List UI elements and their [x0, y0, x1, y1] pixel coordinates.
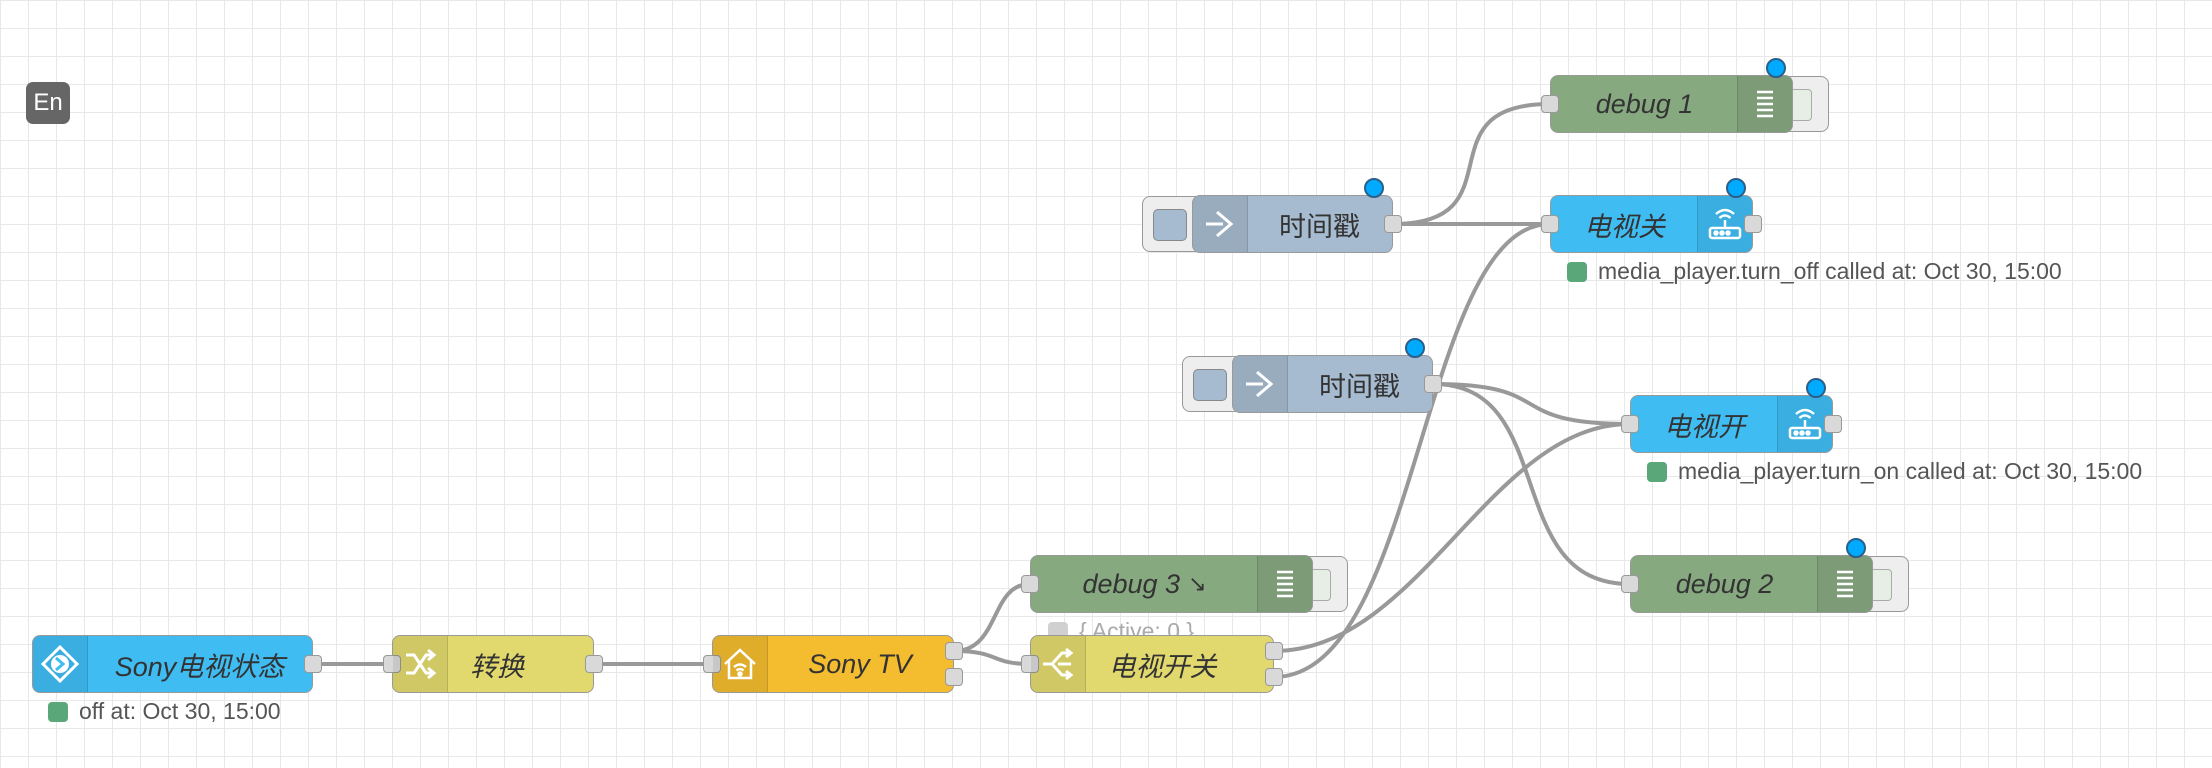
- output-port-1[interactable]: [1265, 642, 1283, 660]
- input-port[interactable]: [1541, 95, 1559, 113]
- output-port-1[interactable]: [945, 642, 963, 660]
- output-port[interactable]: [1424, 375, 1442, 393]
- changed-indicator-dot: [1846, 538, 1866, 558]
- node-debug3[interactable]: debug 3↘: [1021, 555, 1313, 613]
- status-indicator: [1647, 461, 1667, 482]
- arrow-down-right-icon: ↘: [1188, 571, 1207, 596]
- wire-switch-tvoff: [1273, 222, 1551, 679]
- changed-indicator-dot: [1405, 338, 1425, 358]
- list-icon: [1257, 556, 1312, 612]
- node-timestamp-2[interactable]: 时间戳: [1232, 355, 1442, 413]
- switch-icon: [1031, 636, 1086, 692]
- node-debug1[interactable]: debug 1: [1541, 75, 1793, 133]
- changed-indicator-dot: [1364, 178, 1384, 198]
- node-label: Sony TV: [808, 648, 912, 679]
- wire-ts1-debug1: [1392, 102, 1551, 226]
- node-label: 转换: [470, 651, 524, 682]
- input-port[interactable]: [703, 655, 721, 673]
- node-label: 电视关: [1584, 211, 1665, 242]
- output-port[interactable]: [304, 655, 322, 673]
- input-port[interactable]: [1621, 415, 1639, 433]
- shuffle-icon: [393, 636, 448, 692]
- input-port[interactable]: [383, 655, 401, 673]
- changed-indicator-dot: [1806, 378, 1826, 398]
- node-tv-off[interactable]: 电视关: [1541, 195, 1762, 253]
- wire-ts2-tvon: [1432, 382, 1631, 426]
- node-label: 电视开: [1664, 411, 1745, 442]
- output-port[interactable]: [1384, 215, 1402, 233]
- language-badge[interactable]: En: [26, 82, 70, 124]
- node-label: 电视开关: [1108, 651, 1217, 682]
- node-convert[interactable]: 转换: [383, 635, 603, 693]
- status-tv-on: media_player.turn_on called at: Oct 30, …: [1647, 458, 2142, 485]
- node-timestamp-1[interactable]: 时间戳: [1192, 195, 1402, 253]
- output-port[interactable]: [1824, 415, 1842, 433]
- node-label: debug 1: [1595, 88, 1694, 119]
- status-sony-state: off at: Oct 30, 15:00: [48, 698, 281, 725]
- changed-indicator-dot: [1726, 178, 1746, 198]
- router-icon: [1777, 396, 1832, 452]
- status-indicator: [48, 701, 68, 722]
- input-port[interactable]: [1021, 655, 1039, 673]
- list-icon: [1737, 76, 1792, 132]
- node-label: debug 2: [1675, 568, 1774, 599]
- node-tv-switch[interactable]: 电视开关: [1021, 635, 1283, 693]
- list-icon: [1817, 556, 1872, 612]
- arrow-icon: [1233, 356, 1288, 412]
- changed-indicator-dot: [1766, 58, 1786, 78]
- router-icon: [1697, 196, 1752, 252]
- node-label: Sony电视状态: [114, 651, 285, 682]
- wire-switch-tvon: [1273, 422, 1631, 653]
- node-label: debug 3↘: [1082, 568, 1207, 599]
- home-wifi-icon: [713, 636, 768, 692]
- arrow-right-circle-icon: [33, 636, 88, 692]
- wire-ts2-debug2: [1432, 382, 1631, 586]
- node-label: 时间戳: [1279, 211, 1360, 242]
- output-port[interactable]: [1744, 215, 1762, 233]
- status-tv-off: media_player.turn_off called at: Oct 30,…: [1567, 258, 2062, 285]
- output-port-2[interactable]: [1265, 668, 1283, 686]
- node-label: 时间戳: [1319, 371, 1400, 402]
- node-debug2[interactable]: debug 2: [1621, 555, 1873, 613]
- output-port[interactable]: [585, 655, 603, 673]
- node-tv-on[interactable]: 电视开: [1621, 395, 1842, 453]
- input-port[interactable]: [1021, 575, 1039, 593]
- status-indicator: [1567, 261, 1587, 282]
- wire-sonytv-debug3: [953, 582, 1031, 653]
- arrow-icon: [1193, 196, 1248, 252]
- input-port[interactable]: [1541, 215, 1559, 233]
- input-port[interactable]: [1621, 575, 1639, 593]
- node-sony-tv[interactable]: Sony TV: [703, 635, 963, 693]
- wire-sonytv-switch: [953, 649, 1031, 666]
- node-sony-state[interactable]: Sony电视状态: [32, 635, 322, 693]
- output-port-2[interactable]: [945, 668, 963, 686]
